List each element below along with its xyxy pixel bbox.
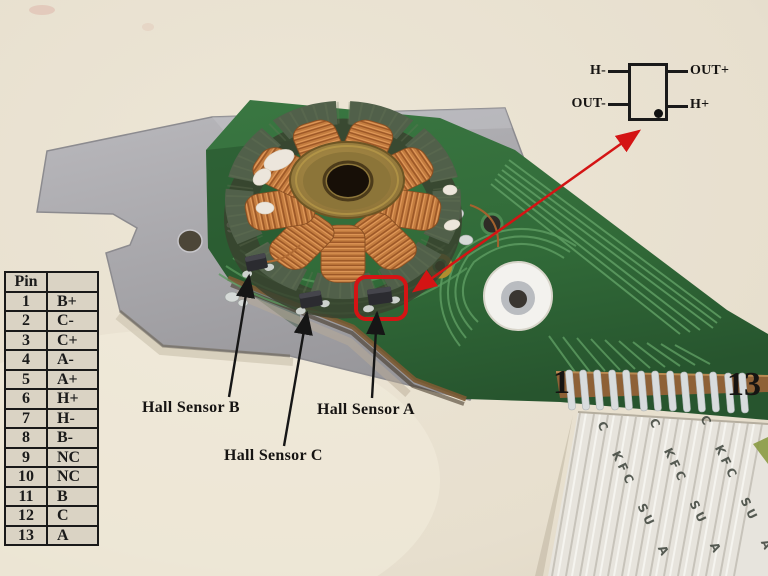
cable-ridges	[557, 412, 755, 576]
pin-signal-cell: H+	[46, 388, 99, 410]
pinout-label-out-plus: OUT+	[690, 63, 730, 78]
desk-smudge	[142, 23, 154, 31]
pinout-lead-bottom-left	[608, 103, 628, 106]
spindle-hole	[483, 261, 553, 331]
pin-number-cell: 11	[4, 485, 48, 507]
pin-number-cell: 1	[4, 290, 48, 312]
pin-signal-cell: NC	[46, 466, 99, 488]
pin-number-cell: 12	[4, 505, 48, 527]
pcb-traces-connector	[548, 335, 711, 373]
pin-signal-cell: A+	[46, 368, 99, 390]
desk-smudge	[29, 5, 55, 15]
label-hall-sensor-b: Hall Sensor B	[142, 399, 240, 416]
pin-number-cell: 3	[4, 329, 48, 351]
pin-signal-cell: NC	[46, 446, 99, 468]
pin-number-cell: 10	[4, 466, 48, 488]
pin-number-cell: 2	[4, 310, 48, 332]
pin-number-cell: 13	[4, 524, 48, 546]
connector-pin-1-number: 1	[553, 364, 570, 401]
pin-number-cell: 7	[4, 407, 48, 429]
ribbon-cable	[535, 411, 768, 576]
pin-number-cell: 8	[4, 427, 48, 449]
pin-signal-cell: C+	[46, 329, 99, 351]
label-hall-sensor-a: Hall Sensor A	[317, 401, 415, 418]
pin-signal-cell: C	[46, 505, 99, 527]
pin-number-cell: 6	[4, 388, 48, 410]
pin-signal-cell: A	[46, 524, 99, 546]
pin-table-header: Pin	[4, 271, 99, 293]
desk-highlight	[0, 330, 440, 576]
pinout-label-h-minus: H-	[590, 63, 606, 78]
pinout-pin1-dot	[654, 109, 663, 118]
pin-table-header-pin: Pin	[4, 271, 48, 293]
pin-signal-cell: A-	[46, 349, 99, 371]
label-hall-sensor-c: Hall Sensor C	[224, 447, 323, 464]
stator-hub	[289, 141, 405, 219]
pin-signal-cell: B+	[46, 290, 99, 312]
connector-pin-13-number: 13	[727, 366, 761, 403]
pin-number-cell: 4	[4, 349, 48, 371]
solder-fingers	[565, 369, 749, 414]
connector-solder-band	[555, 369, 768, 414]
pin-signal-cell: B	[46, 485, 99, 507]
pin-table-header-signal	[46, 271, 99, 293]
pin-number-cell: 9	[4, 446, 48, 468]
pinout-lead-top-right	[668, 70, 688, 73]
pin-signal-cell: C-	[46, 310, 99, 332]
pcb-corner-glimpse	[753, 437, 768, 464]
pinout-diagram-body	[628, 63, 668, 121]
pin-signal-cell: B-	[46, 427, 99, 449]
plate-hole	[177, 229, 203, 253]
pinout-lead-top-left	[608, 70, 628, 73]
pinout-label-h-plus: H+	[690, 97, 710, 112]
cable-grooves	[551, 412, 763, 576]
pin-number-cell: 5	[4, 368, 48, 390]
pin-signal-cell: H-	[46, 407, 99, 429]
pinout-label-out-minus: OUT-	[571, 96, 606, 111]
cable-shadow	[535, 415, 573, 576]
pinout-lead-bottom-right	[668, 105, 688, 108]
